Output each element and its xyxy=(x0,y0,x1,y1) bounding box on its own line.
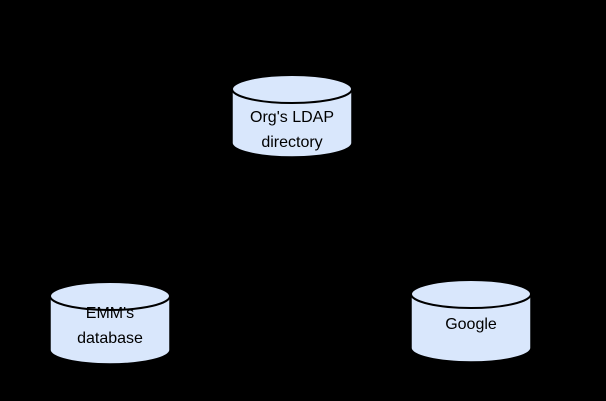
node-emm-database: EMM's database xyxy=(49,281,171,365)
database-cylinder-icon xyxy=(231,74,353,158)
node-label-line: Google xyxy=(445,316,497,333)
node-label: EMM's database xyxy=(49,301,171,351)
node-google: Google xyxy=(410,279,532,363)
node-label-line: Org's LDAP xyxy=(250,109,334,126)
node-label-line: directory xyxy=(261,134,323,151)
node-label: Google xyxy=(410,312,532,337)
database-cylinder-icon xyxy=(410,279,532,363)
database-cylinder-icon xyxy=(49,281,171,365)
node-label: Org's LDAP directory xyxy=(231,105,353,155)
node-ldap-directory: Org's LDAP directory xyxy=(231,74,353,158)
node-label-line: database xyxy=(77,330,143,347)
node-label-line: EMM's xyxy=(85,305,135,322)
